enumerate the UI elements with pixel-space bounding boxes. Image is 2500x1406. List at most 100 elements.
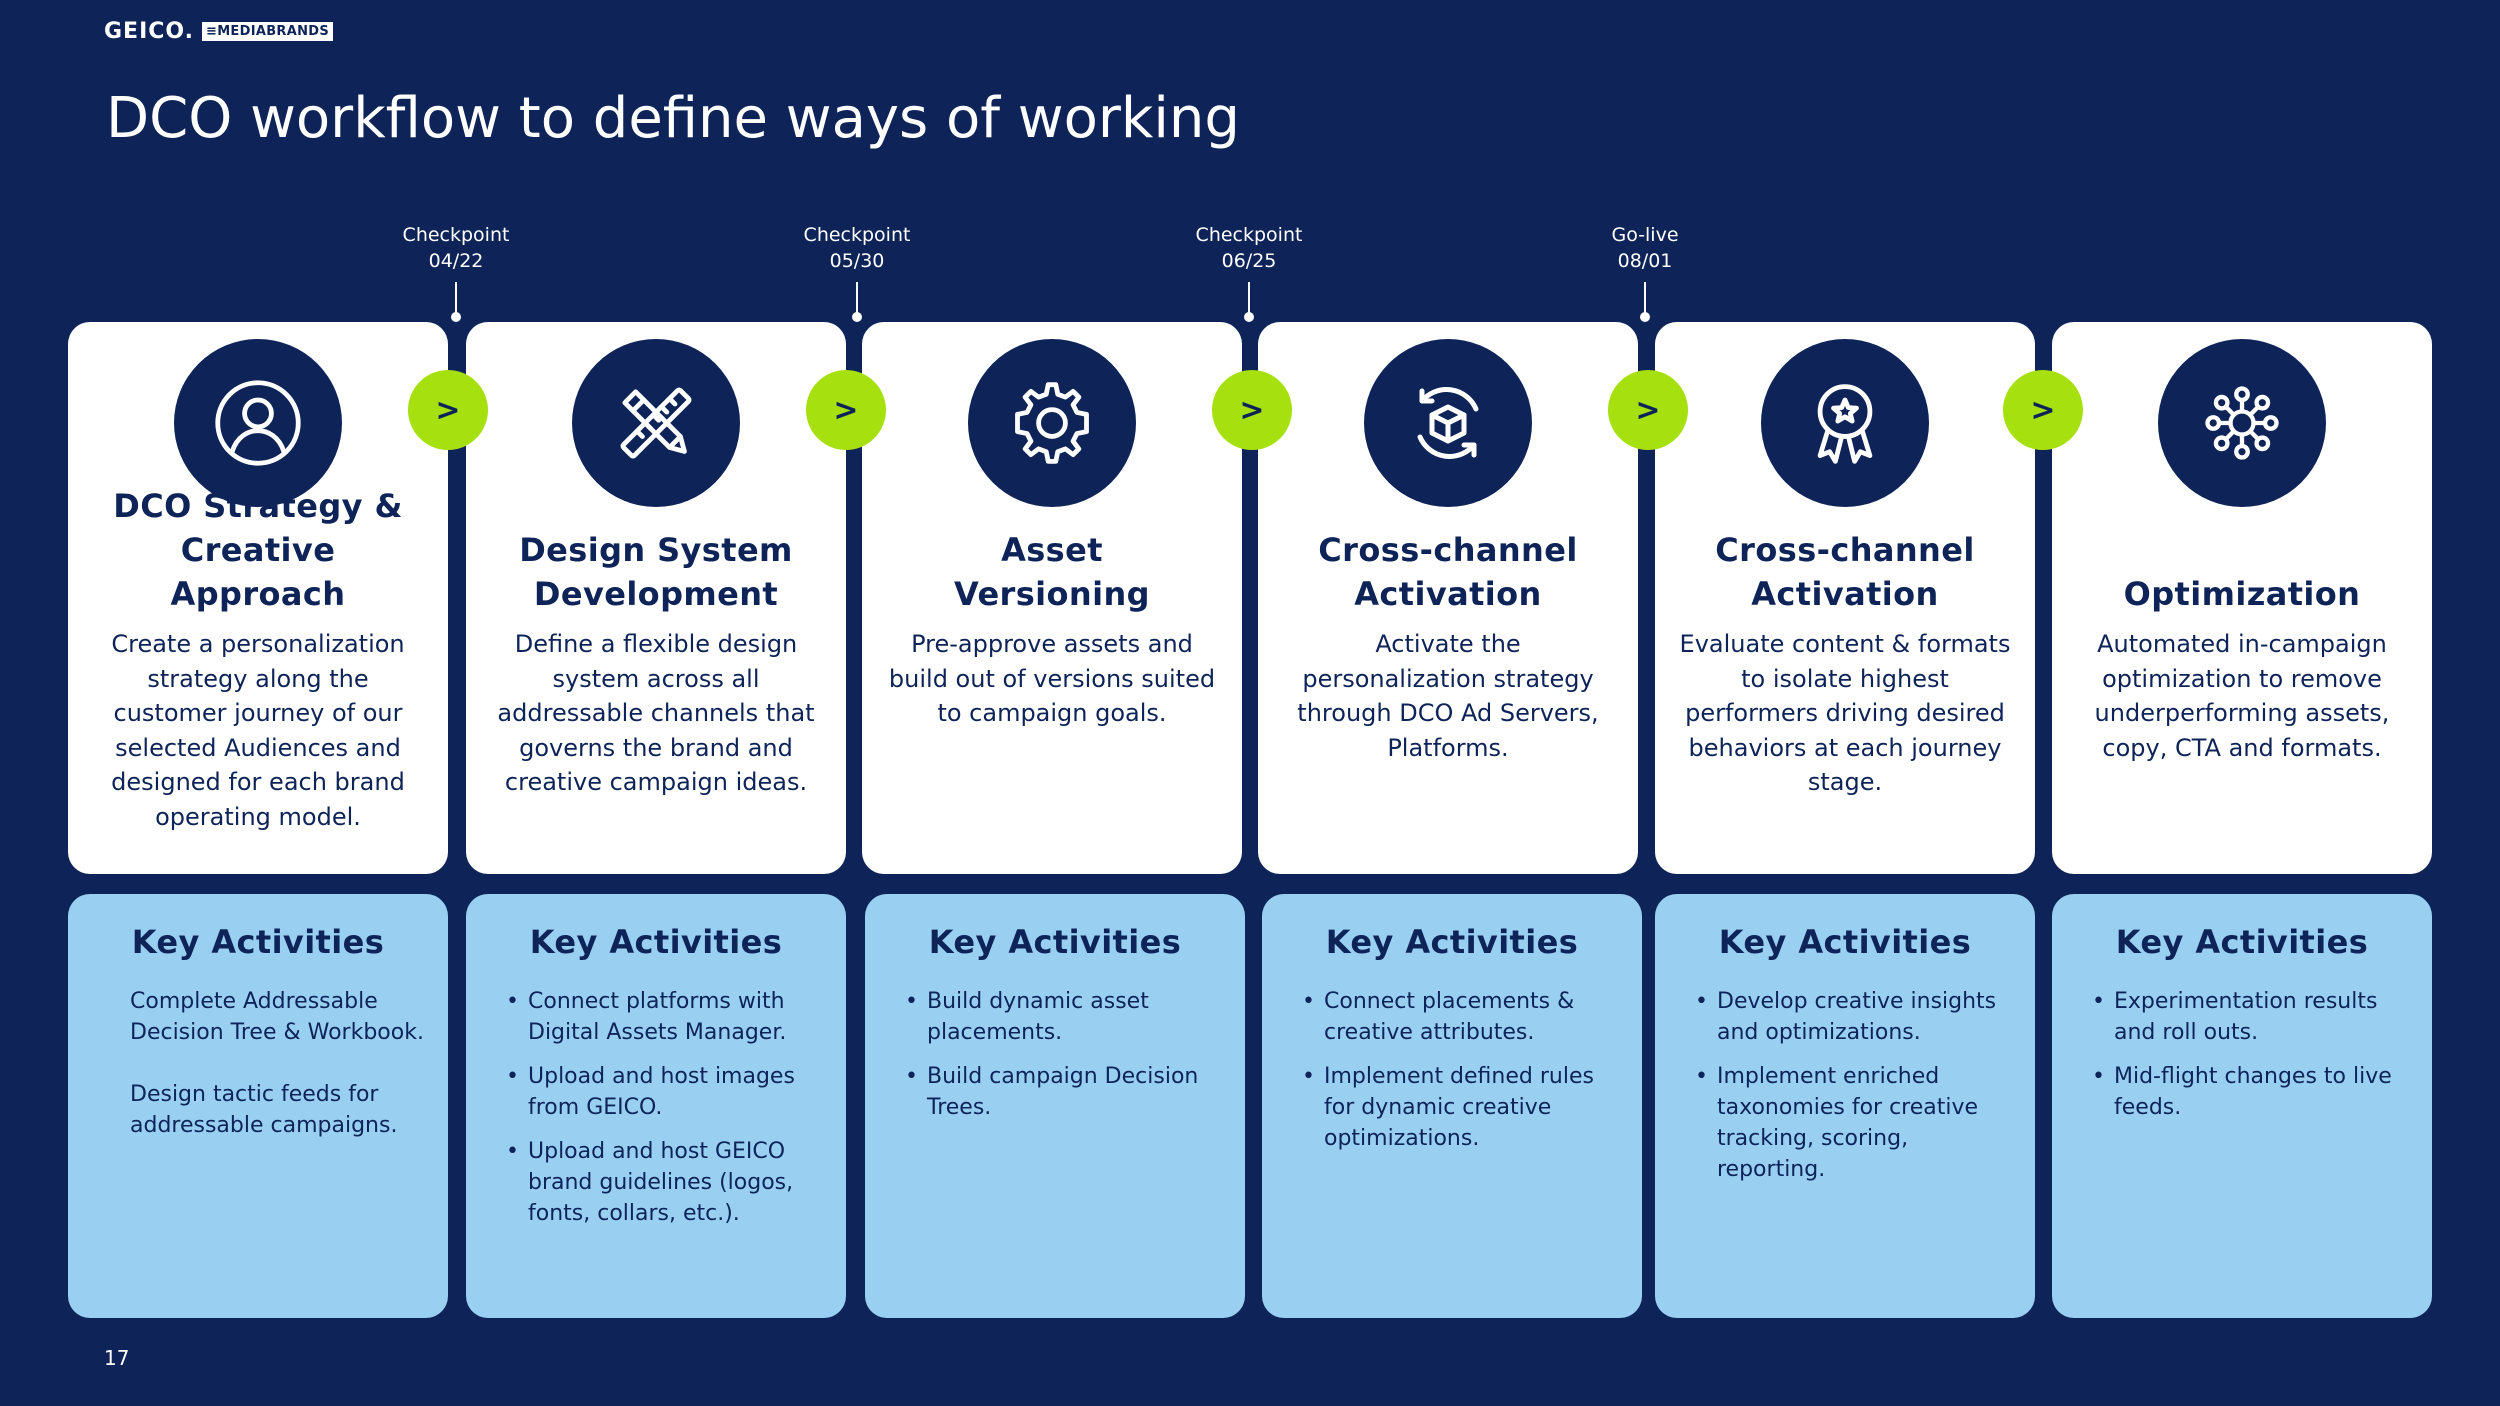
checkpoint-marker <box>1640 312 1650 322</box>
checkpoint-label: Checkpoint <box>402 224 510 246</box>
checkpoint-3: Checkpoint 06/25 <box>1169 222 1329 274</box>
stage-description: Evaluate content & formats to isolate hi… <box>1679 630 2011 796</box>
stage-arrow-5: > <box>2003 370 2083 450</box>
key-activity-item: Implement enriched taxonomies for creati… <box>1695 1061 2019 1185</box>
checkpoint-marker <box>451 312 461 322</box>
stage-description: Define a flexible design system across a… <box>497 630 815 796</box>
stage-title: Cross-channel Activation <box>1675 528 2015 616</box>
stage-description: Automated in-campaign optimization to re… <box>2094 630 2390 762</box>
stage-card-asset-versioning: Asset Versioning Pre-approve assets and … <box>862 322 1242 874</box>
stage-description: Create a personalization strategy along … <box>111 630 405 831</box>
checkpoint-marker <box>1244 312 1254 322</box>
stage-title: Design System Development <box>486 528 826 616</box>
key-activity-item: Complete Addressable Decision Tree & Wor… <box>130 989 424 1045</box>
key-activities-list: Build dynamic asset placements. Build ca… <box>905 986 1229 1123</box>
stage-title-line: Versioning <box>954 575 1150 613</box>
key-activity-item: Design tactic feeds for addressable camp… <box>130 1082 398 1138</box>
pencil-ruler-icon <box>620 387 692 459</box>
key-activity-item: Build dynamic asset placements. <box>905 986 1229 1048</box>
key-activities-list: Develop creative insights and optimizati… <box>1695 986 2019 1185</box>
key-activity-item: Connect platforms with Digital Assets Ma… <box>506 986 830 1048</box>
key-activities-optimization: Key Activities Experimentation results a… <box>2052 894 2432 1318</box>
mediabrands-logo: ≡MEDIABRANDS <box>202 22 334 41</box>
gear-icon <box>1015 382 1089 464</box>
key-activities-asset-versioning: Key Activities Build dynamic asset place… <box>865 894 1245 1318</box>
stage-title-line: Creative Approach <box>170 531 346 613</box>
stage-title-line: Activation <box>1751 575 1939 613</box>
page-number: 17 <box>104 1346 130 1370</box>
award-ribbon-icon <box>1817 384 1873 464</box>
key-activity-item: Upload and host GEICO brand guidelines (… <box>506 1136 830 1229</box>
stage-arrow-4: > <box>1608 370 1688 450</box>
key-activities-strategy: Key Activities Complete Addressable Deci… <box>68 894 448 1318</box>
key-activities-title: Key Activities <box>928 923 1182 961</box>
key-activities-body: Experimentation results and roll outs. M… <box>2092 986 2416 1123</box>
stage-title-line: Optimization <box>2123 575 2361 613</box>
stage-description: Activate the personalization strategy th… <box>1297 630 1599 762</box>
key-activities-title: Key Activities <box>529 923 783 961</box>
key-activities-title: Key Activities <box>1718 923 1972 961</box>
key-activities-body: Develop creative insights and optimizati… <box>1695 986 2019 1185</box>
key-activity-item: Experimentation results and roll outs. <box>2092 986 2416 1048</box>
checkpoint-label: Checkpoint <box>1195 224 1303 246</box>
stage-icon-badge <box>968 339 1136 507</box>
checkpoint-connector <box>455 282 457 318</box>
stage-icon-badge <box>174 339 342 507</box>
stage-title: DCO Strategy & Creative Approach <box>88 484 428 616</box>
checkpoint-1: Checkpoint 04/22 <box>376 222 536 274</box>
stage-card-strategy: DCO Strategy & Creative Approach Create … <box>68 322 448 874</box>
checkpoint-connector <box>1248 282 1250 318</box>
checkpoint-date: 05/30 <box>829 250 885 272</box>
stage-title-line: Design System <box>519 531 793 569</box>
key-activities-body: Complete Addressable Decision Tree & Wor… <box>130 986 432 1141</box>
stage-description: Pre-approve assets and build out of vers… <box>888 630 1216 727</box>
page-title: DCO workflow to define ways of working <box>106 86 1240 151</box>
person-icon <box>215 380 301 466</box>
key-activity-item: Upload and host images from GEICO. <box>506 1061 830 1123</box>
key-activities-list: Experimentation results and roll outs. M… <box>2092 986 2416 1123</box>
key-activity-item: Implement defined rules for dynamic crea… <box>1302 1061 1626 1154</box>
stage-title-line: DCO Strategy & <box>113 487 403 525</box>
cube-cycle-icon <box>1417 387 1479 459</box>
checkpoint-date: 04/22 <box>428 250 484 272</box>
key-activities-cross-channel-evaluation: Key Activities Develop creative insights… <box>1655 894 2035 1318</box>
key-activity-item: Build campaign Decision Trees. <box>905 1061 1229 1123</box>
stage-title-line: Development <box>533 575 779 613</box>
key-activity-item: Develop creative insights and optimizati… <box>1695 986 2019 1048</box>
checkpoint-connector <box>856 282 858 318</box>
key-activities-list: Connect placements & creative attributes… <box>1302 986 1626 1154</box>
stage-title: Optimization <box>2072 572 2412 616</box>
stage-title: Asset Versioning <box>882 528 1222 616</box>
stage-card-optimization: Optimization Automated in-campaign optim… <box>2052 322 2432 874</box>
stage-icon-badge <box>1364 339 1532 507</box>
key-activities-title: Key Activities <box>2115 923 2369 961</box>
logo-lockup: GEICO. ≡MEDIABRANDS <box>104 19 334 44</box>
checkpoint-connector <box>1644 282 1646 318</box>
key-activities-design-system: Key Activities Connect platforms with Di… <box>466 894 846 1318</box>
checkpoint-4: Go-live 08/01 <box>1565 222 1725 274</box>
stage-icon-badge <box>2158 339 2326 507</box>
stage-card-design-system: Design System Development Define a flexi… <box>466 322 846 874</box>
stage-icon-badge <box>1761 339 1929 507</box>
stage-title-line: Cross-channel <box>1318 531 1578 569</box>
stage-card-cross-channel-evaluation: Cross-channel Activation Evaluate conten… <box>1655 322 2035 874</box>
network-hub-icon <box>2205 386 2279 460</box>
checkpoint-2: Checkpoint 05/30 <box>777 222 937 274</box>
key-activities-cross-channel-activation: Key Activities Connect placements & crea… <box>1262 894 1642 1318</box>
key-activities-body: Build dynamic asset placements. Build ca… <box>905 986 1229 1123</box>
stage-icon-badge <box>572 339 740 507</box>
checkpoint-date: 06/25 <box>1221 250 1277 272</box>
stage-title-line: Cross-channel <box>1715 531 1975 569</box>
key-activities-body: Connect platforms with Digital Assets Ma… <box>506 986 830 1229</box>
key-activities-body: Connect placements & creative attributes… <box>1302 986 1626 1154</box>
key-activities-list: Connect platforms with Digital Assets Ma… <box>506 986 830 1229</box>
checkpoint-marker <box>852 312 862 322</box>
stage-title-line: Asset <box>1001 531 1103 569</box>
stage-card-cross-channel-activation: Cross-channel Activation Activate the pe… <box>1258 322 1638 874</box>
stage-title-line: Activation <box>1354 575 1542 613</box>
key-activities-title: Key Activities <box>1325 923 1579 961</box>
key-activity-item: Mid-flight changes to live feeds. <box>2092 1061 2416 1123</box>
stage-arrow-3: > <box>1212 370 1292 450</box>
geico-logo: GEICO. <box>104 19 194 44</box>
checkpoint-date: 08/01 <box>1617 250 1673 272</box>
